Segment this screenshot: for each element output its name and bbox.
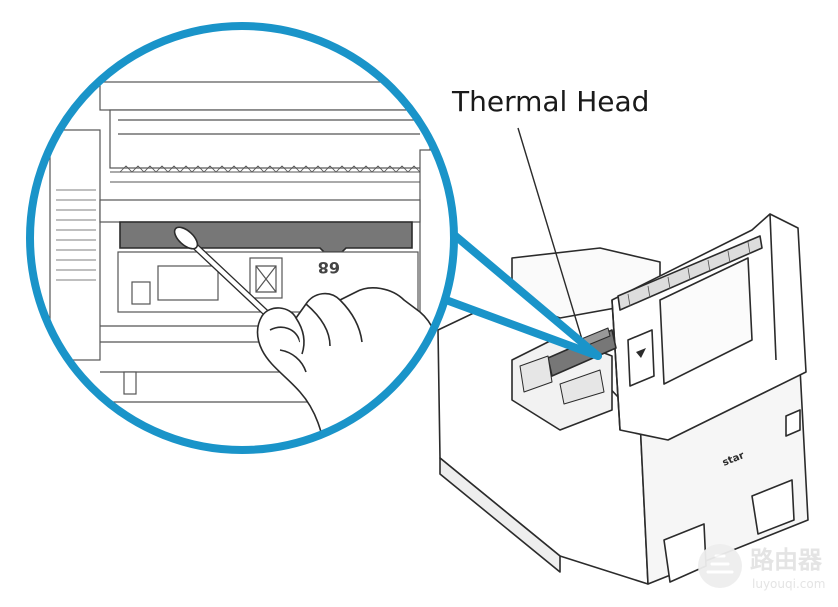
cleaning-swab <box>173 226 284 330</box>
router-icon <box>698 544 742 588</box>
zoom-part-number: 68 <box>318 258 340 277</box>
watermark: 路由器 luyouqi.com <box>698 544 825 591</box>
thermal-head-label: Thermal Head <box>451 85 649 118</box>
watermark-url: luyouqi.com <box>752 577 825 591</box>
thermal-head-leader-line <box>517 127 585 347</box>
watermark-cn-text: 路由器 <box>750 546 823 574</box>
zoom-callout: 68 <box>26 22 602 454</box>
printer <box>437 213 809 585</box>
